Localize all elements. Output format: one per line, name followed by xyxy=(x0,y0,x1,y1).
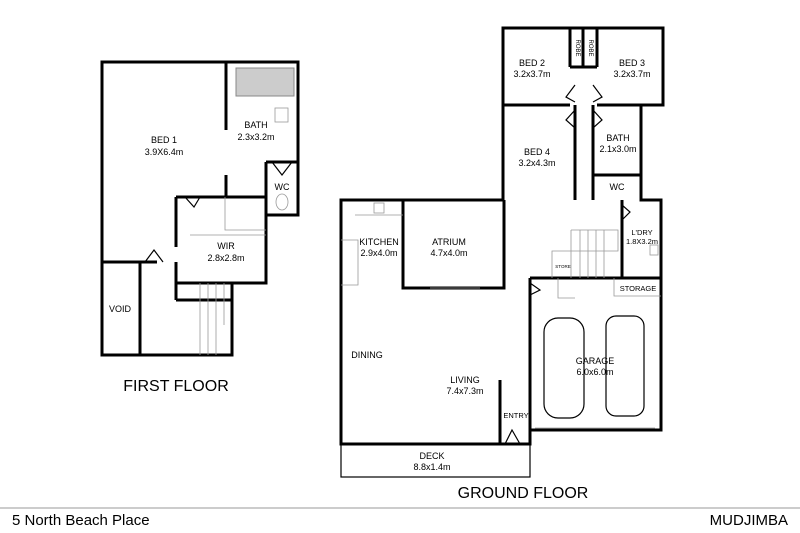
room-label: BED 1 xyxy=(151,135,177,145)
footer-address: 5 North Beach Place xyxy=(12,512,150,529)
room-label: STORE xyxy=(555,264,570,269)
room-size: 3.9X6.4m xyxy=(145,147,184,157)
room-label: WC xyxy=(275,182,290,192)
room-size: 4.7x4.0m xyxy=(430,248,467,258)
room-size: 2.3x3.2m xyxy=(237,132,274,142)
footer-suburb: MUDJIMBA xyxy=(710,512,788,529)
room-label: BATH xyxy=(244,120,267,130)
room-label: STORAGE xyxy=(620,284,657,293)
room-label: ENTRY xyxy=(503,411,528,420)
room-label: ROBE xyxy=(587,39,593,56)
room-size: 7.4x7.3m xyxy=(446,386,483,396)
room-label: VOID xyxy=(109,304,132,314)
room-size: 1.8X3.2m xyxy=(626,237,658,246)
room-size: 2.9x4.0m xyxy=(360,248,397,258)
room-label: DECK xyxy=(419,451,444,461)
room-size: 6.0x6.0m xyxy=(576,367,613,377)
basin-icon xyxy=(274,107,289,123)
room-size: 3.2x3.7m xyxy=(613,69,650,79)
room-label: DINING xyxy=(351,350,383,360)
bathtub-icon xyxy=(235,67,295,97)
room-label: LIVING xyxy=(450,375,480,385)
room-label: ATRIUM xyxy=(432,237,466,247)
room-size: 3.2x4.3m xyxy=(518,158,555,168)
room-label: WIR xyxy=(217,241,235,251)
room-size: 2.8x2.8m xyxy=(207,253,244,263)
sink-icon xyxy=(373,202,385,214)
room-label: KITCHEN xyxy=(359,237,399,247)
floor-title: FIRST FLOOR xyxy=(123,378,229,395)
car-icon xyxy=(543,315,645,419)
room-size: 2.1x3.0m xyxy=(599,144,636,154)
room-label: BED 4 xyxy=(524,147,550,157)
floor-title: GROUND FLOOR xyxy=(458,485,589,502)
first-floor-plan: BED 1 3.9X6.4m BATH 2.3x3.2m WC WIR 2.8x… xyxy=(100,60,300,395)
room-size: 8.8x1.4m xyxy=(413,462,450,472)
room-label: BED 3 xyxy=(619,58,645,68)
toilet-icon xyxy=(275,193,289,211)
room-label: BATH xyxy=(606,133,629,143)
room-label: L'DRY xyxy=(631,228,652,237)
deck-outline xyxy=(340,443,531,478)
room-size: 3.2x3.7m xyxy=(513,69,550,79)
room-label: ROBE xyxy=(574,39,580,56)
room-label: GARAGE xyxy=(576,356,615,366)
laundry-tub-icon xyxy=(649,244,659,256)
room-label: BED 2 xyxy=(519,58,545,68)
room-label: WC xyxy=(610,182,625,192)
ground-floor-plan: ROBE ROBE BED 2 3.2x3.7m BED 3 3.2x3.7m … xyxy=(339,26,665,502)
